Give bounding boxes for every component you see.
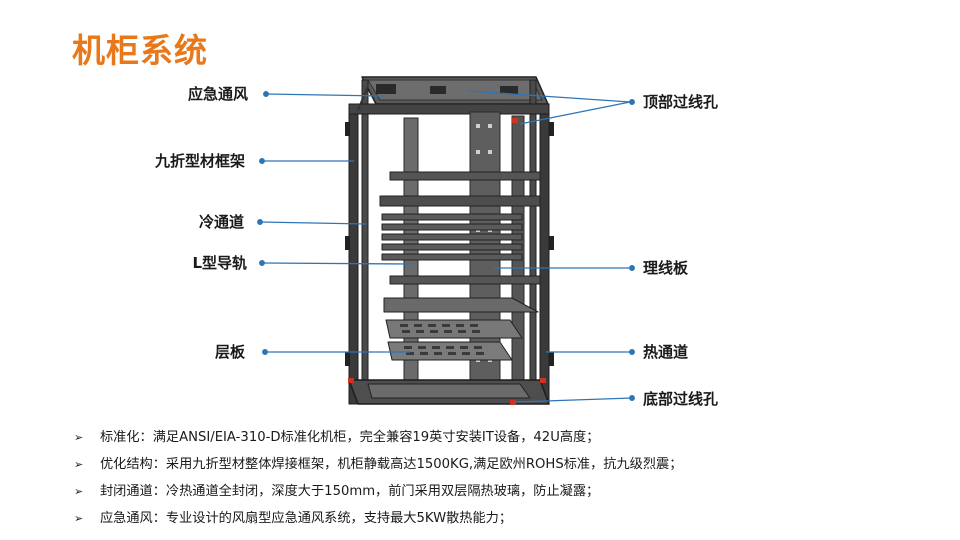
list-item-text: 优化结构：采用九折型材整体焊接框架，机柜静载高达1500KG,满足欧州ROHS标… <box>100 457 683 472</box>
arrow-bullet-icon: ➢ <box>74 431 84 444</box>
cabinet-illustration <box>345 76 554 405</box>
list-item-text: 应急通风：专业设计的风扇型应急通风系统，支持最大5KW散热能力； <box>100 511 513 526</box>
arrow-bullet-icon: ➢ <box>74 458 84 471</box>
label-frame: 九折型材框架 <box>154 152 245 170</box>
label-shelf: 层板 <box>214 343 245 361</box>
list-item-text: 封闭通道：冷热通道全封闭，深度大于150mm，前门采用双层隔热玻璃，防止凝露； <box>100 484 600 499</box>
label-cold-aisle: 冷通道 <box>198 213 244 231</box>
label-l-rail: L型导轨 <box>192 254 247 272</box>
leader-lines <box>257 90 635 403</box>
cabinet-diagram <box>257 76 635 405</box>
list-item: ➢ 标准化：满足ANSI/EIA-310-D标准化机柜，完全兼容19英寸安装IT… <box>74 424 934 451</box>
feature-list: ➢ 标准化：满足ANSI/EIA-310-D标准化机柜，完全兼容19英寸安装IT… <box>74 424 934 532</box>
arrow-bullet-icon: ➢ <box>74 512 84 525</box>
page-title: 机柜系统 <box>72 31 208 70</box>
arrow-bullet-icon: ➢ <box>74 485 84 498</box>
label-bottom-cable-hole: 底部过线孔 <box>643 390 719 408</box>
label-top-cable-hole: 顶部过线孔 <box>643 93 719 111</box>
list-item: ➢ 封闭通道：冷热通道全封闭，深度大于150mm，前门采用双层隔热玻璃，防止凝露… <box>74 478 934 505</box>
label-cable-manager: 理线板 <box>643 259 689 277</box>
list-item: ➢ 应急通风：专业设计的风扇型应急通风系统，支持最大5KW散热能力； <box>74 505 934 532</box>
label-hot-aisle: 热通道 <box>643 343 689 361</box>
list-item-text: 标准化：满足ANSI/EIA-310-D标准化机柜，完全兼容19英寸安装IT设备… <box>100 430 600 445</box>
list-item: ➢ 优化结构：采用九折型材整体焊接框架，机柜静载高达1500KG,满足欧州ROH… <box>74 451 934 478</box>
label-emergency-vent: 应急通风 <box>187 85 248 103</box>
